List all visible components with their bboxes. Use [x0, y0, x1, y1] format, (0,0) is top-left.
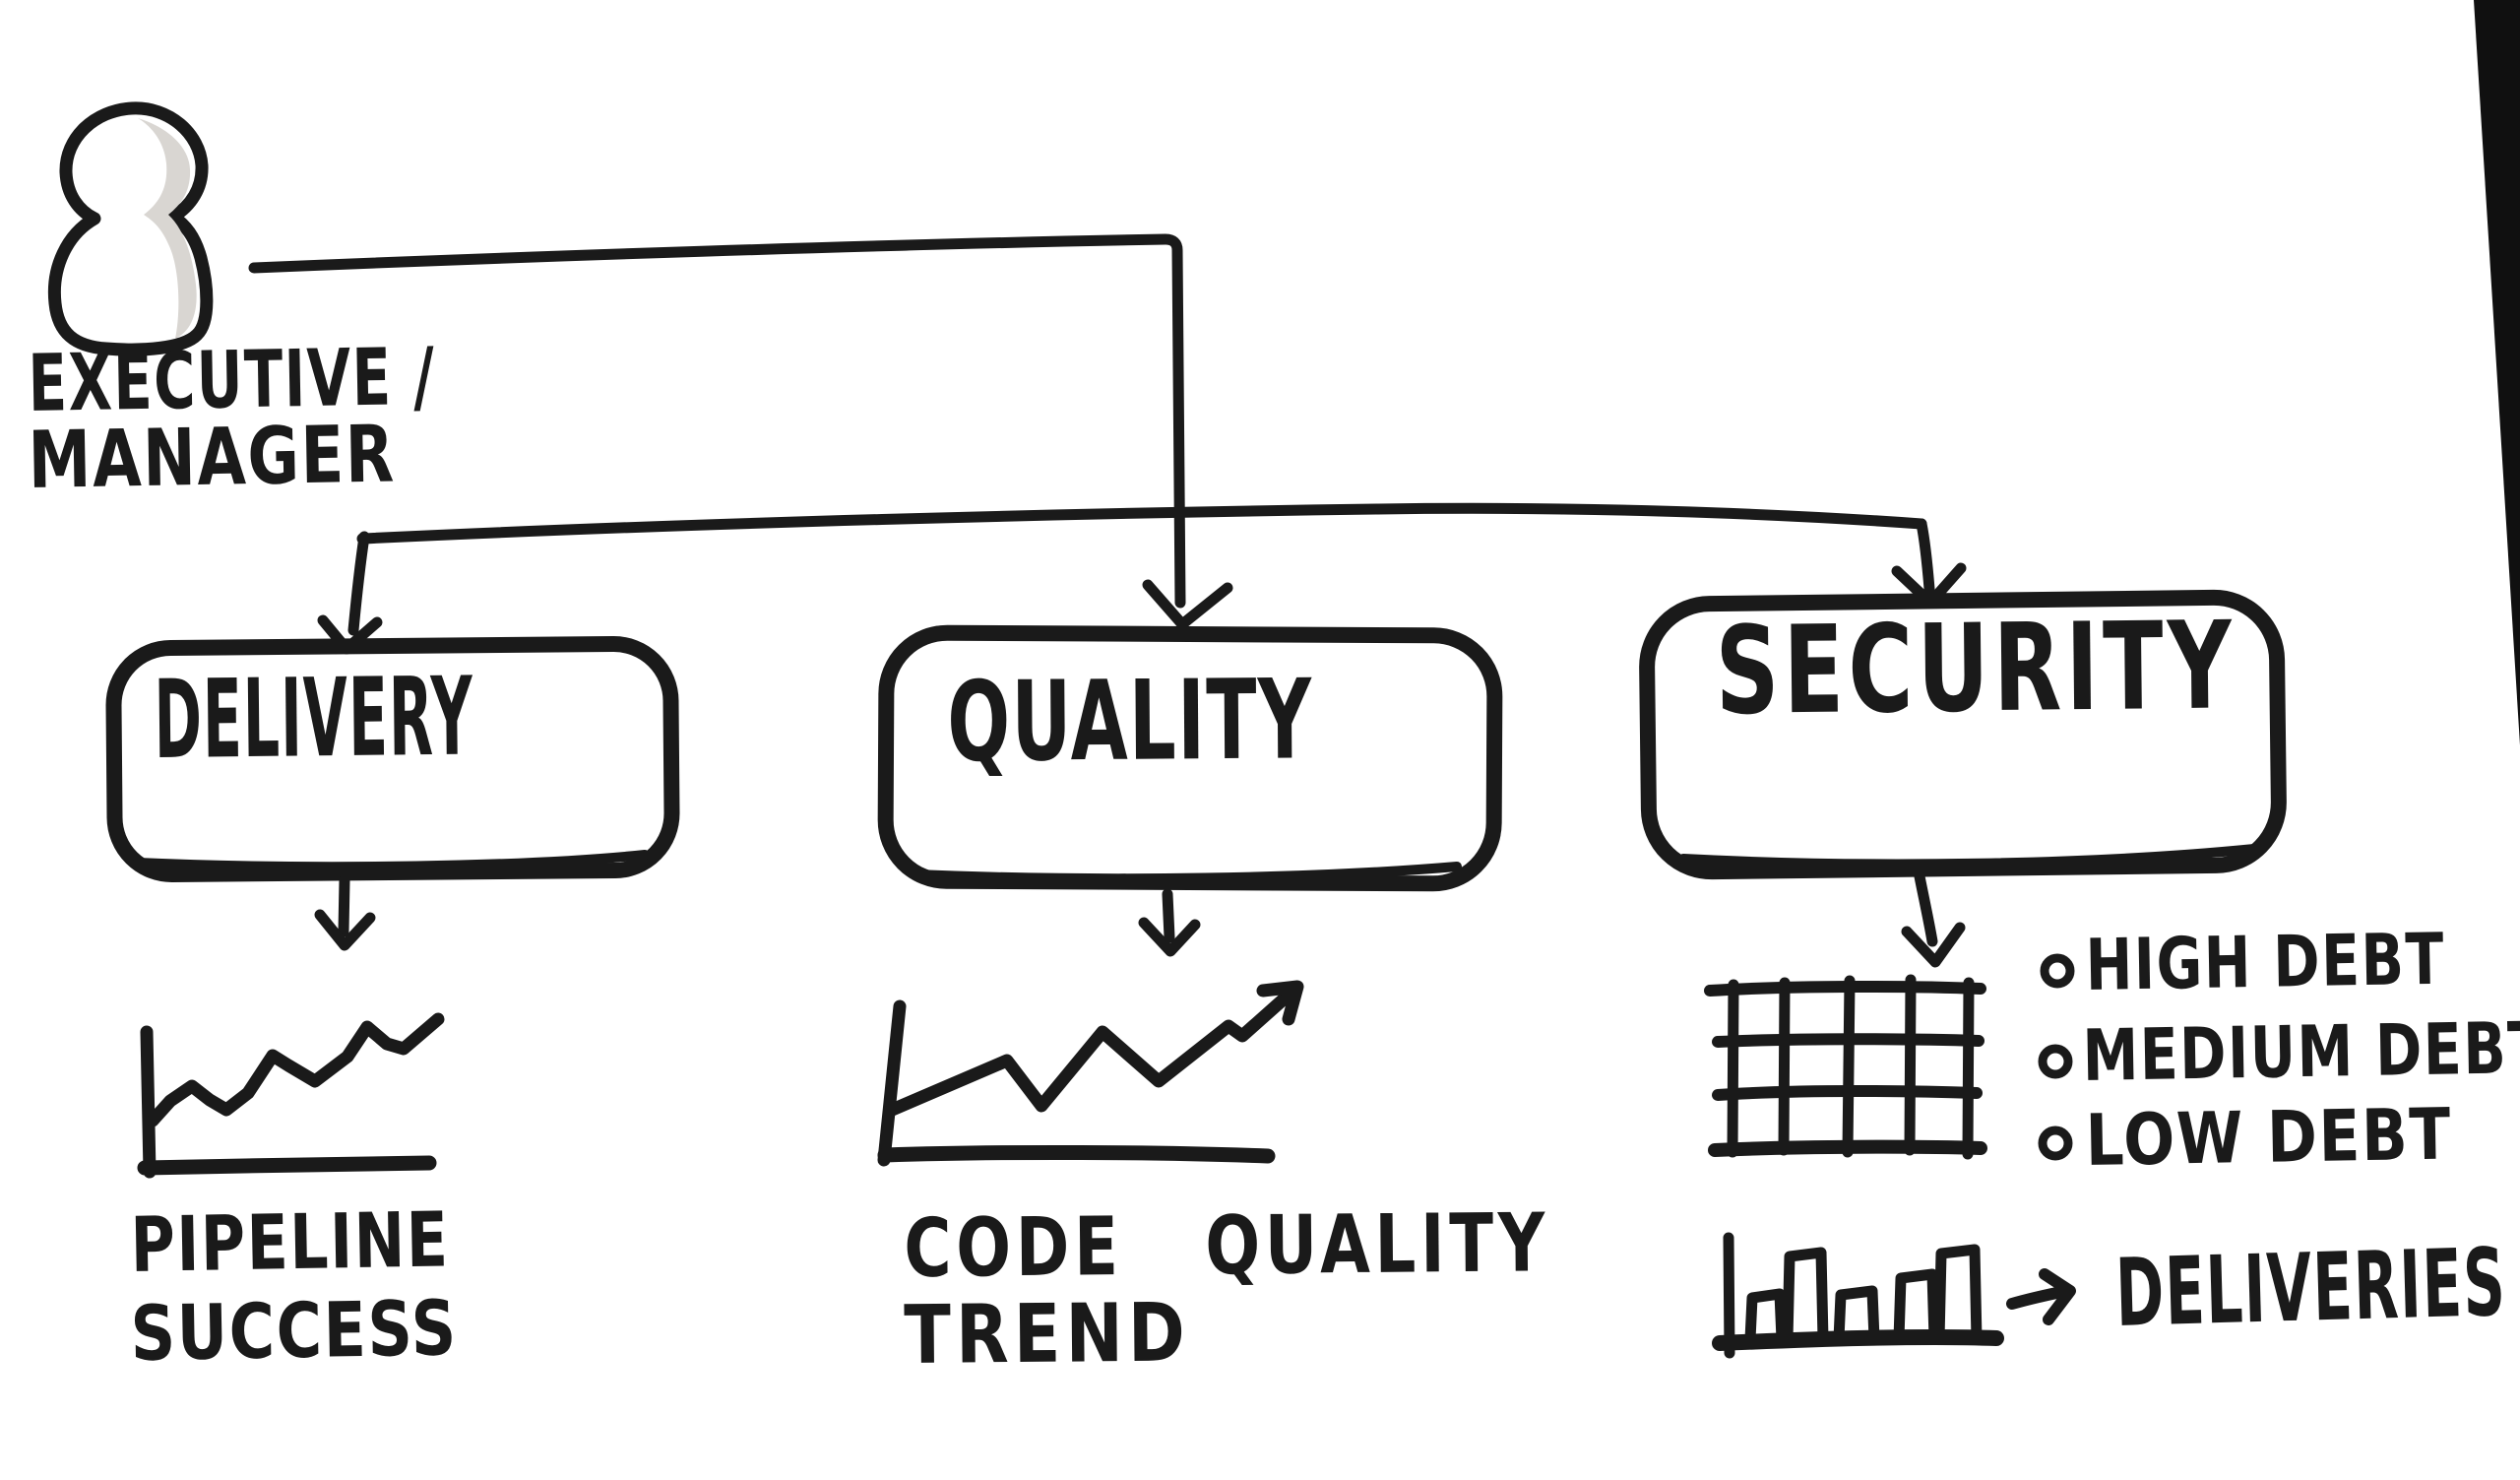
bar [1933, 1244, 1983, 1345]
rising-trend-arrow-chart-icon [877, 980, 1304, 1167]
box-quality [877, 624, 1503, 892]
legend-bullet-icons [2038, 953, 2075, 1161]
bullet-circle-icon [2040, 953, 2075, 989]
arrowhead-into-quality [1142, 579, 1233, 630]
bar [1782, 1247, 1829, 1345]
delivery-caption-line1: PIPELINE [129, 1196, 451, 1290]
connector-exec-to-quality [248, 233, 1233, 630]
grid-matrix-icon [1704, 974, 1987, 1160]
person-shadow [138, 118, 197, 339]
bar-chart-icon [1712, 1232, 2004, 1359]
bar-chart-caption: DELIVERIES [2113, 1228, 2508, 1348]
line-chart-icon [137, 1012, 445, 1179]
arrow-below-security [1901, 870, 1966, 968]
quality-caption-line1: CODE QUALITY [903, 1196, 1550, 1296]
box-label-quality: QUALITY [946, 656, 1313, 787]
executive-label-line2: MANAGER [27, 408, 397, 506]
arrow-right-icon [2006, 1268, 2076, 1325]
legend-item-low-debt: LOW DEBT [2084, 1092, 2453, 1182]
box-delivery [105, 636, 680, 882]
arrow-below-delivery [314, 874, 376, 951]
legend-item-high-debt: HIGH DEBT [2084, 917, 2446, 1006]
box-label-delivery: DELIVERY [153, 653, 474, 783]
bar [1893, 1268, 1940, 1345]
quality-caption-line2: TREND [903, 1286, 1191, 1383]
bullet-circle-icon [2038, 1044, 2073, 1079]
arrow-below-quality [1138, 888, 1201, 957]
bar-chart-bars [1744, 1244, 1983, 1345]
person-icon [47, 101, 214, 356]
bullet-circle-icon [2038, 1126, 2073, 1161]
legend-item-medium-debt: MEDIUM DEBT [2081, 1005, 2520, 1097]
bar [1833, 1285, 1880, 1345]
scan-edge-wedge [2474, 0, 2520, 745]
bar [1744, 1288, 1788, 1345]
trend-arrowhead [1256, 980, 1304, 1026]
delivery-caption-line2: SUCCESS [129, 1285, 459, 1379]
box-label-security: SECURITY [1714, 596, 2237, 742]
box-security [1639, 589, 2287, 880]
